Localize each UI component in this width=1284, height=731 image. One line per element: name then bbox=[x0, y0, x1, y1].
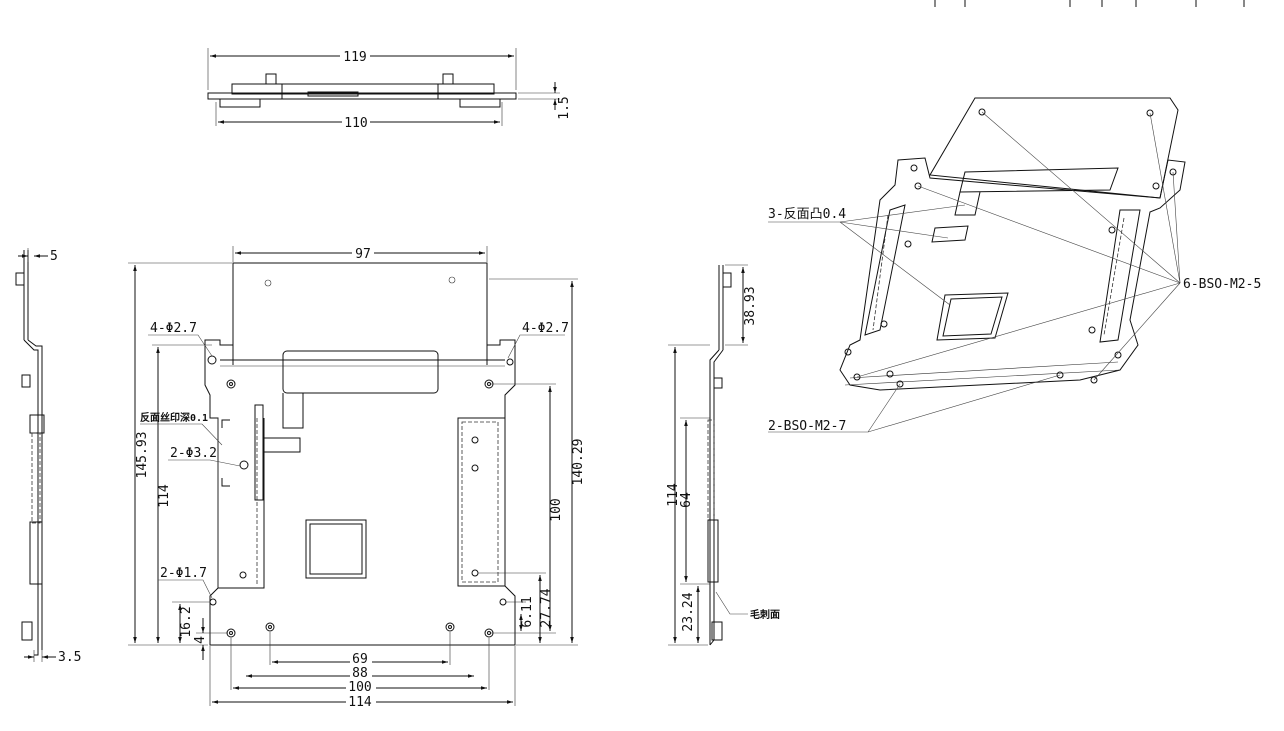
front-dim-145-93: 145.93 bbox=[135, 432, 150, 479]
front-note-holes-1-7: 2-Φ1.7 bbox=[160, 566, 207, 581]
right-dim-38-93: 38.93 bbox=[743, 286, 758, 325]
front-dim-140-29: 140.29 bbox=[571, 439, 586, 486]
front-dim-27-74: 27.74 bbox=[539, 588, 554, 627]
front-note-holes-left: 4-Φ2.7 bbox=[150, 321, 197, 336]
front-dim-100-bottom: 100 bbox=[348, 680, 371, 695]
right-note-burr: 毛刺面 bbox=[750, 608, 780, 621]
iso-note-bso-m2-7: 2-BSO-M2-7 bbox=[768, 419, 846, 434]
top-dim-110: 110 bbox=[344, 116, 367, 131]
front-view bbox=[128, 246, 578, 706]
iso-note-bumps: 3-反面凸0.4 bbox=[768, 207, 846, 222]
front-dim-88: 88 bbox=[352, 666, 368, 681]
front-note-holes-right: 4-Φ2.7 bbox=[522, 321, 569, 336]
front-note-silkscreen: 反面丝印深0.1 bbox=[140, 411, 208, 424]
right-side-view bbox=[668, 264, 748, 646]
front-dim-16-2: 16.2 bbox=[179, 606, 194, 637]
right-dim-114: 114 bbox=[666, 483, 681, 507]
front-dim-4: 4 bbox=[193, 636, 208, 644]
isometric-view bbox=[768, 97, 1186, 433]
front-dim-100-rail: 100 bbox=[549, 498, 564, 521]
right-dim-23-24: 23.24 bbox=[681, 592, 696, 631]
left-dim-3-5: 3.5 bbox=[58, 650, 81, 665]
front-dim-69: 69 bbox=[352, 652, 368, 667]
right-dim-64: 64 bbox=[679, 492, 694, 508]
front-note-holes-3-2: 2-Φ3.2 bbox=[170, 446, 217, 461]
left-side-view bbox=[15, 248, 56, 662]
top-view bbox=[207, 48, 560, 126]
front-dim-97: 97 bbox=[355, 247, 371, 262]
iso-note-bso-m2-5: 6-BSO-M2-5 bbox=[1183, 277, 1261, 292]
front-dim-114-bottom: 114 bbox=[348, 695, 372, 710]
title-block-fragment bbox=[934, 0, 1245, 7]
top-dim-119: 119 bbox=[343, 50, 366, 65]
front-dim-114-left: 114 bbox=[157, 484, 172, 508]
left-dim-5: 5 bbox=[50, 249, 58, 264]
front-dim-6-11: 6.11 bbox=[520, 596, 535, 627]
top-dim-thickness: 1.5 bbox=[557, 96, 572, 119]
